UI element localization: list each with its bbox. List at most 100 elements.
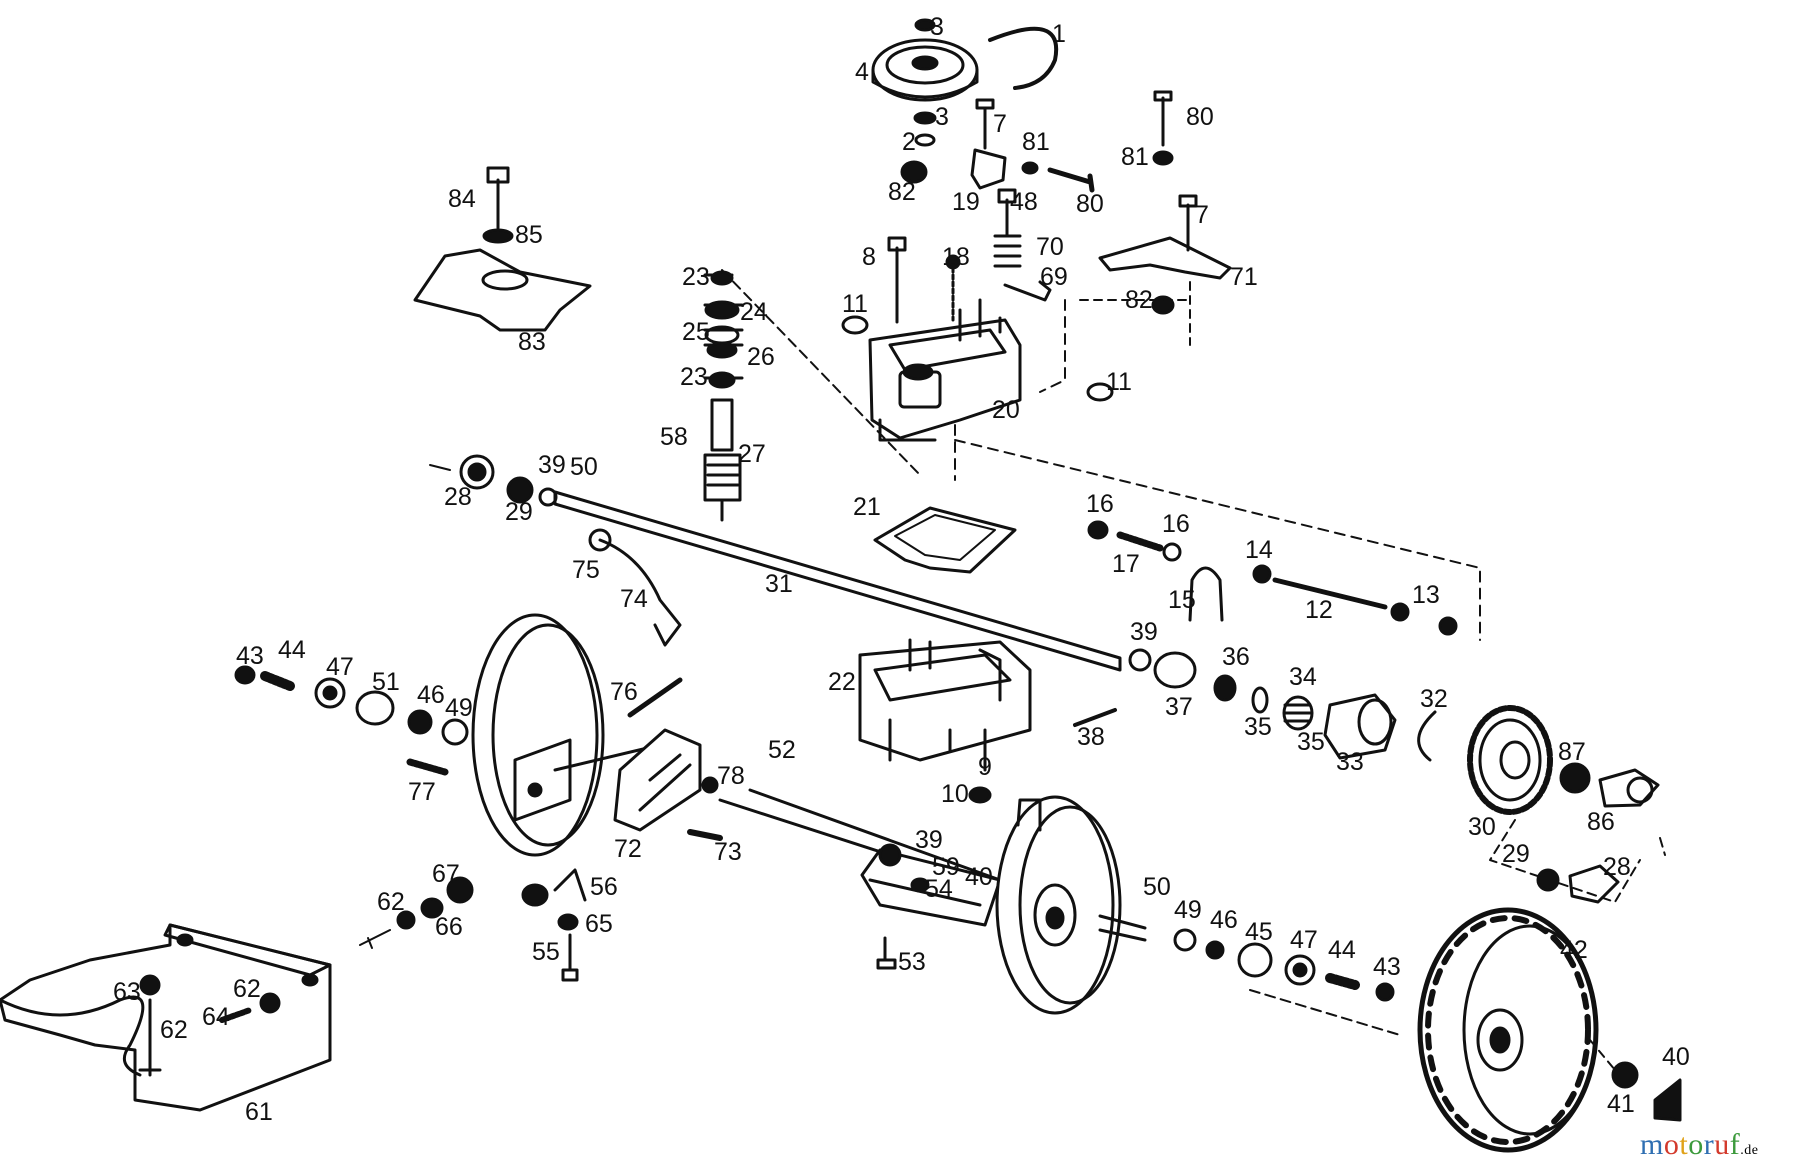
part-label-p46a: 46: [417, 681, 445, 709]
part-label-p39c: 39: [915, 826, 943, 854]
part-label-p26: 26: [747, 343, 775, 371]
part-label-p18: 18: [942, 243, 970, 271]
cable-76: [627, 677, 683, 718]
watermark-tld: .de: [1740, 1143, 1759, 1158]
cover-plate-83: [413, 248, 592, 332]
part-label-p76: 76: [610, 678, 638, 706]
bushing: [314, 677, 346, 709]
part-label-p49b: 49: [1174, 896, 1202, 924]
height-adjuster-72: [613, 728, 702, 832]
tire-42: [1417, 907, 1599, 1153]
part-label-p65: 65: [585, 910, 613, 938]
pin-38: [1073, 708, 1117, 727]
part-label-p55: 55: [532, 938, 560, 966]
gear-30: [1467, 705, 1553, 815]
part-label-p62b: 62: [233, 975, 261, 1003]
nut-67: [446, 876, 474, 904]
part-label-p81a: 81: [1022, 128, 1050, 156]
part-label-p62c: 62: [160, 1016, 188, 1044]
lever-74: [598, 538, 682, 647]
washer-66: [420, 897, 444, 919]
worm-shaft-27: [703, 398, 742, 522]
part-label-p75: 75: [572, 556, 600, 584]
spring-17: [1116, 531, 1164, 552]
fork-15: [1188, 566, 1224, 622]
part-label-p31: 31: [765, 570, 793, 598]
cap: [441, 718, 469, 746]
part-label-p10: 10: [941, 780, 969, 808]
part-label-p58: 58: [660, 423, 688, 451]
nut: [701, 776, 719, 794]
watermark-letter: t: [1679, 1128, 1689, 1161]
part-label-p7b: 7: [1195, 201, 1209, 229]
part-label-p3a: 3: [930, 13, 944, 41]
watermark-letter: r: [1703, 1128, 1715, 1161]
washer-10: [968, 786, 992, 804]
part-label-p27: 27: [738, 440, 766, 468]
part-label-p49a: 49: [445, 694, 473, 722]
part-label-p44a: 44: [278, 636, 306, 664]
part-label-p37: 37: [1165, 693, 1193, 721]
spring: [260, 671, 295, 691]
belt-guard: [988, 26, 1059, 90]
part-label-p17: 17: [1112, 550, 1140, 578]
bolt: [486, 166, 510, 230]
nut: [1438, 616, 1458, 636]
part-label-p33: 33: [1336, 748, 1364, 776]
part-label-p39b: 39: [1130, 618, 1158, 646]
bushing-28: [1568, 864, 1620, 904]
part-label-p34: 34: [1289, 663, 1317, 691]
part-label-p29a: 29: [505, 498, 533, 526]
shaft-12: [1272, 577, 1388, 610]
part-label-p16a: 16: [1086, 490, 1114, 518]
gearbox-housing: [868, 298, 1022, 442]
bolt: [1153, 90, 1173, 147]
bracket: [970, 148, 1007, 190]
nut: [521, 883, 549, 907]
part-label-p61: 61: [245, 1098, 273, 1126]
nut: [900, 160, 928, 184]
part-label-p78: 78: [717, 762, 745, 790]
part-label-p47b: 47: [1290, 926, 1318, 954]
part-label-p3b: 3: [935, 103, 949, 131]
part-label-p69: 69: [1040, 263, 1068, 291]
part-label-p85: 85: [515, 221, 543, 249]
part-label-p87: 87: [1558, 738, 1586, 766]
bolt-53: [876, 936, 897, 970]
part-label-p80a: 80: [1076, 190, 1104, 218]
bushing-51: [355, 690, 395, 726]
part-label-p72: 72: [614, 835, 642, 863]
bushing-37: [1153, 651, 1197, 689]
gearbox-lower-22: [858, 638, 1032, 762]
part-label-p35b: 35: [1297, 728, 1325, 756]
part-label-p47a: 47: [326, 653, 354, 681]
part-label-p14: 14: [1245, 536, 1273, 564]
washer: [913, 111, 937, 125]
gasket-21: [873, 506, 1017, 574]
part-label-p83: 83: [518, 328, 546, 356]
washer-36: [1213, 674, 1237, 702]
part-label-p39a: 39: [538, 451, 566, 479]
part-label-p36: 36: [1222, 643, 1250, 671]
dashed-leader: [721, 269, 921, 476]
part-label-p64: 64: [202, 1003, 230, 1031]
right-wheel-disc: [995, 795, 1122, 1015]
lever-69: [1003, 280, 1052, 302]
part-label-p23a: 23: [682, 263, 710, 291]
part-label-p50a: 50: [570, 453, 598, 481]
washer: [1021, 161, 1039, 175]
nut: [234, 665, 256, 685]
part-label-p2: 2: [902, 128, 916, 156]
part-label-p56: 56: [590, 873, 618, 901]
washer: [1152, 150, 1174, 166]
part-label-p84: 84: [448, 185, 476, 213]
plug: [841, 315, 869, 335]
part-label-p11a: 11: [842, 290, 868, 318]
part-label-p16b: 16: [1162, 510, 1190, 538]
bolt: [1047, 167, 1095, 193]
part-label-p35a: 35: [1244, 713, 1272, 741]
watermark-letter: u: [1714, 1128, 1730, 1161]
washer-87: [1559, 762, 1591, 794]
bolt-55: [561, 933, 579, 982]
part-label-p25: 25: [682, 318, 710, 346]
